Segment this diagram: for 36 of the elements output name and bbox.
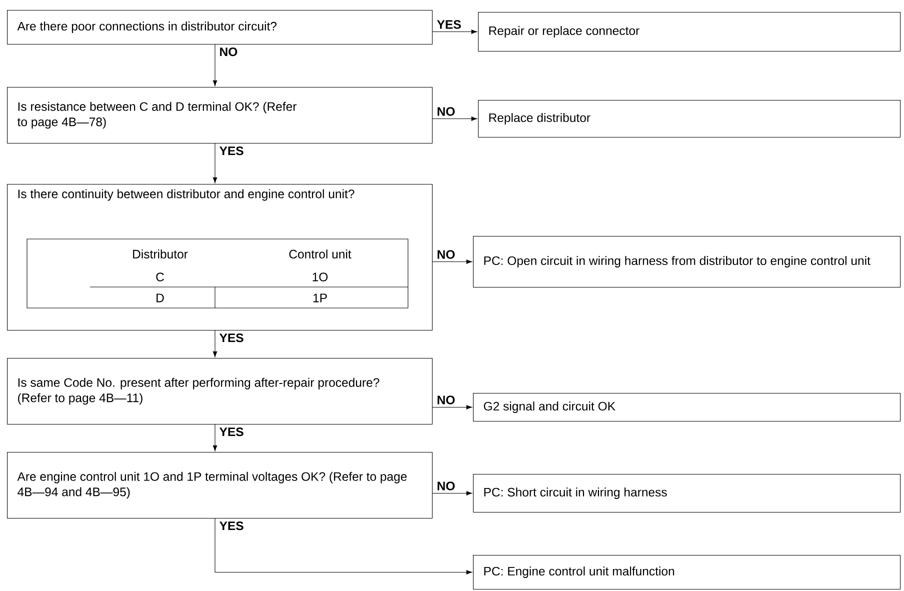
table-cell: C	[156, 272, 164, 282]
question-box: Are there poor connections in distributor circuit?	[7, 10, 433, 45]
edge-label: NO	[438, 482, 455, 490]
edge-label: YES	[437, 20, 461, 29]
arrow	[432, 116, 478, 121]
question-box: Are engine control unit 1O and 1P terminal voltages OK? (Refer to page 4B—94 and 4B—95)	[7, 452, 433, 519]
edge-label: YES	[219, 333, 244, 342]
edge-label: YES	[219, 521, 244, 530]
table-cell: Control unit	[289, 250, 352, 258]
arrow	[432, 260, 472, 264]
result-box: PC: Short circuit in wiring harness	[473, 474, 901, 513]
question-box: Is same Code No. present after performing after-repair procedure? (Refer to page 4B—11)	[7, 358, 433, 425]
result-box: G2 signal and circuit OK	[473, 393, 901, 422]
arrow	[212, 330, 218, 358]
table-cell: D	[156, 294, 164, 302]
edge-label: YES	[219, 146, 244, 156]
table-cell: 1O	[312, 272, 328, 282]
arrow	[212, 143, 218, 184]
arrow	[432, 405, 472, 410]
arrow	[212, 424, 218, 452]
arrow	[212, 44, 218, 86]
arrow	[432, 491, 472, 496]
question-box: Is resistance between C and D terminal OK? (Refer to page 4B—78)	[7, 87, 433, 144]
edge-label: NO	[438, 250, 455, 259]
arrow	[214, 518, 472, 574]
edge-label: NO	[220, 47, 238, 56]
table-cell: Distributor	[133, 250, 188, 258]
result-box: Repair or replace connector	[478, 12, 901, 52]
result-box: Replace distributor	[478, 100, 901, 138]
result-box: PC: Engine control unit malfunction	[473, 555, 901, 590]
arrow	[432, 30, 478, 34]
edge-label: YES	[219, 427, 244, 436]
result-box: PC: Open circuit in wiring harness from distributor to engine control unit	[473, 236, 901, 288]
edge-label: NO	[438, 107, 455, 116]
edge-label: NO	[438, 396, 455, 404]
table-cell: 1P	[313, 294, 327, 302]
